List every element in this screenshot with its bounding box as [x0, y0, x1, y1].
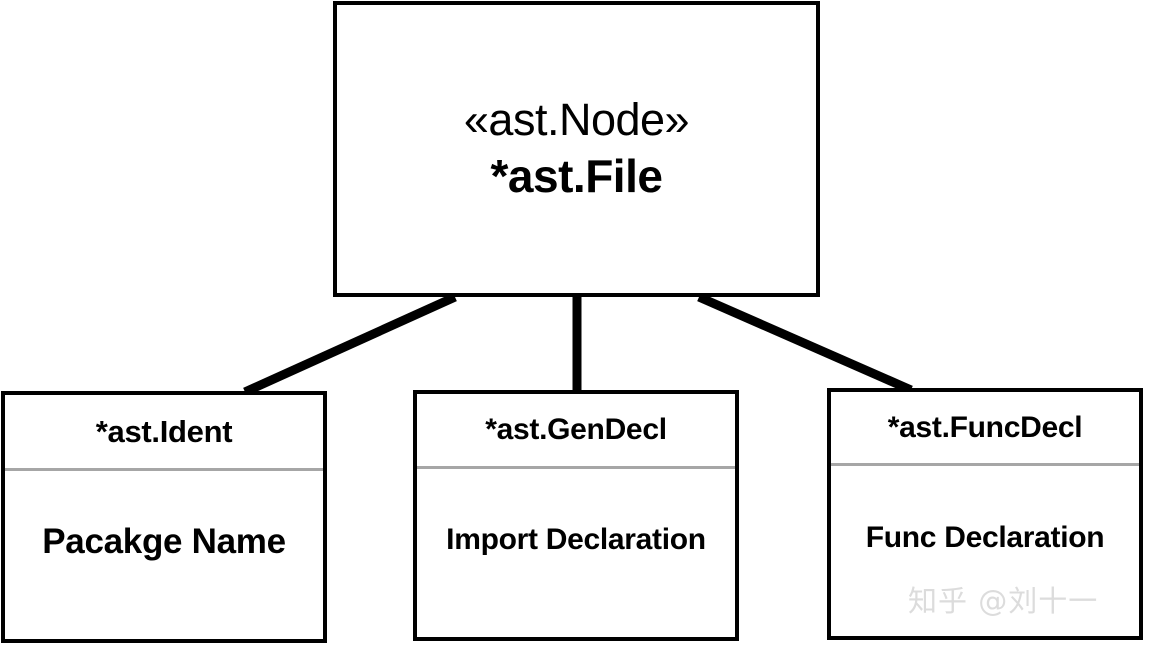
class-box-ast-ident[interactable]: *ast.Ident Pacakge Name: [1, 391, 327, 643]
class-header-ast-funcdecl: *ast.FuncDecl: [831, 392, 1139, 466]
class-header-ast-gendecl: *ast.GenDecl: [417, 394, 735, 469]
class-header-ast-ident: *ast.Ident: [5, 395, 323, 471]
class-description-label: Func Declaration: [865, 521, 1105, 554]
class-name-label: *ast.FuncDecl: [887, 410, 1083, 444]
edge-to-funcdecl: [697, 292, 913, 395]
class-box-root[interactable]: «ast.Node» *ast.File: [333, 1, 820, 297]
class-body-ast-gendecl: Import Declaration: [417, 469, 735, 637]
class-body-ast-funcdecl: Func Declaration: [831, 466, 1139, 636]
class-name-label: *ast.Ident: [95, 413, 233, 449]
class-description-label: Pacakge Name: [42, 522, 286, 561]
class-name-label: *ast.GenDecl: [485, 413, 667, 446]
class-box-ast-funcdecl[interactable]: *ast.FuncDecl Func Declaration: [827, 388, 1143, 640]
class-description-label: Import Declaration: [446, 523, 706, 556]
root-type-name-label: *ast.File: [490, 149, 663, 202]
root-stereotype-label: «ast.Node»: [463, 93, 690, 145]
edge-to-ident: [243, 292, 457, 397]
class-body-ast-ident: Pacakge Name: [5, 471, 323, 639]
zhihu-watermark: 知乎 @刘十一: [908, 584, 1099, 618]
class-box-ast-gendecl[interactable]: *ast.GenDecl Import Declaration: [413, 390, 739, 641]
